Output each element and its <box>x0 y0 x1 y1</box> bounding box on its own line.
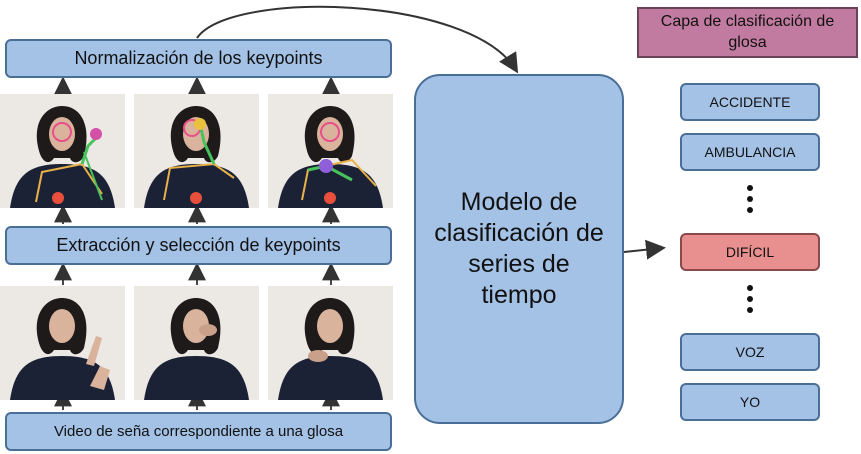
class-label: ACCIDENTE <box>709 94 791 110</box>
video-frame <box>0 286 125 400</box>
class-box-accidente: ACCIDENTE <box>680 83 820 121</box>
class-box-dificil-highlighted: DIFÍCIL <box>680 233 820 271</box>
class-box-ambulancia: AMBULANCIA <box>680 133 820 171</box>
video-frame <box>134 286 259 400</box>
class-label: DIFÍCIL <box>725 244 775 260</box>
normalization-label: Normalización de los keypoints <box>74 48 323 68</box>
ellipsis-dots <box>746 285 754 318</box>
class-box-voz: VOZ <box>680 333 820 371</box>
model-box: Modelo de clasificación de series de tie… <box>414 74 624 424</box>
video-label-box: Video de seña correspondiente a una glos… <box>5 412 392 451</box>
video-frame <box>268 286 393 400</box>
class-label: AMBULANCIA <box>704 144 796 160</box>
class-box-yo: YO <box>680 383 820 421</box>
class-label: VOZ <box>735 344 765 360</box>
video-label: Video de seña correspondiente a una glos… <box>53 423 344 440</box>
extraction-label: Extracción y selección de keypoints <box>56 235 341 255</box>
keypoint-frame <box>268 94 393 208</box>
classification-layer-header: Capa de clasificación de glosa <box>637 7 858 58</box>
keypoint-frame <box>0 94 125 208</box>
arrow-curved <box>196 5 519 74</box>
model-label: Modelo de clasificación de series de tie… <box>434 187 604 310</box>
class-label: YO <box>739 394 761 410</box>
normalization-box: Normalización de los keypoints <box>5 39 392 78</box>
arrow-right <box>623 239 666 260</box>
extraction-box: Extracción y selección de keypoints <box>5 226 392 265</box>
classification-layer-label: Capa de clasificación de glosa <box>660 12 835 51</box>
ellipsis-dots <box>746 185 754 218</box>
keypoint-frame <box>134 94 259 208</box>
